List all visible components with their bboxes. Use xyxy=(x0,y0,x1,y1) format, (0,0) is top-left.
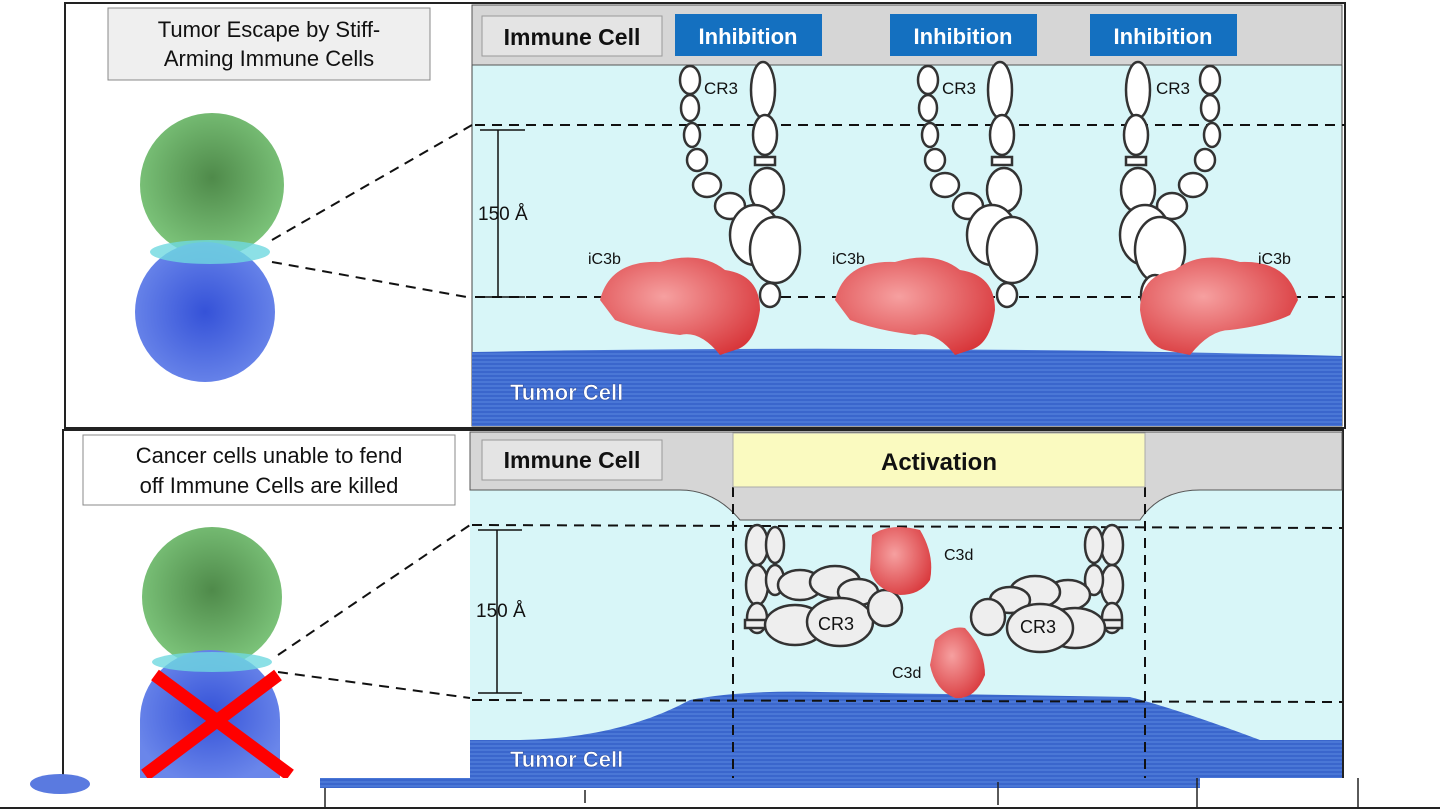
inhibition-label-3: Inhibition xyxy=(1090,14,1237,56)
bottom-caption-line1: Cancer cells unable to fend xyxy=(136,443,403,468)
ic3b-protein-2 xyxy=(835,257,995,355)
cell-contact-zone xyxy=(152,652,272,672)
bottom-immune-cell-label: Immune Cell xyxy=(504,447,641,473)
inhibition-label-2: Inhibition xyxy=(890,14,1037,56)
c3d-protein-1 xyxy=(870,526,932,595)
inhibition-label-1: Inhibition xyxy=(675,14,822,56)
top-caption-box xyxy=(107,7,431,81)
c3d-label-2: C3d xyxy=(892,665,921,682)
bottom-scale-label: 150 Å xyxy=(476,601,526,622)
top-panel: Tumor Escape by Stiff- Arming Immune Cel… xyxy=(64,2,1346,429)
c3d-label-1: C3d xyxy=(944,547,973,564)
cr3-bent-receptor-2 xyxy=(969,523,1125,654)
immune-cell-image xyxy=(142,527,282,667)
ic3b-protein-1 xyxy=(600,257,760,355)
tumor-cell-image xyxy=(135,242,275,382)
top-scale-bar xyxy=(480,129,525,298)
ic3b-label-2: iC3b xyxy=(832,251,865,268)
cr3-receptor-2 xyxy=(916,60,1039,309)
cr3-bent-label-1: CR3 xyxy=(818,614,854,634)
top-immune-cell-label: Immune Cell xyxy=(504,24,641,50)
activation-label-box xyxy=(732,432,1146,488)
ic3b-label-3: iC3b xyxy=(1258,251,1291,268)
svg-text:Inhibition: Inhibition xyxy=(699,24,798,49)
bottom-caption-box xyxy=(82,434,456,506)
cr3-label-2: CR3 xyxy=(942,79,976,98)
bottom-tumor-cell-membrane xyxy=(470,691,1342,778)
cell-contact-zone xyxy=(150,240,270,264)
bottom-panel: Cancer cells unable to fend off Immune C… xyxy=(62,429,1344,781)
bottom-immune-cell-label-box xyxy=(481,439,663,481)
cr3-receptor-3 xyxy=(1118,60,1222,317)
cr3-bent-label-2: CR3 xyxy=(1020,617,1056,637)
svg-text:Inhibition: Inhibition xyxy=(914,24,1013,49)
bottom-cell-pair-image xyxy=(140,527,294,781)
cr3-bent-receptor-1 xyxy=(743,523,904,648)
top-caption-line1: Tumor Escape by Stiff- xyxy=(158,17,381,42)
activation-label: Activation xyxy=(881,449,997,476)
bottom-zoom-lines xyxy=(277,487,1343,778)
bottom-tumor-cell-label: Tumor Cell xyxy=(510,747,623,772)
bottom-remnant-strip xyxy=(0,774,1440,810)
cr3-label-3: CR3 xyxy=(1156,79,1190,98)
cr3-label-1: CR3 xyxy=(704,79,738,98)
top-tumor-cell-label: Tumor Cell xyxy=(510,380,623,405)
immune-cell-image xyxy=(140,113,284,257)
ic3b-label-1: iC3b xyxy=(588,251,621,268)
c3d-protein-2 xyxy=(930,627,985,699)
cr3-receptor-1 xyxy=(678,60,802,309)
ic3b-protein-3 xyxy=(1140,257,1298,355)
top-scale-label: 150 Å xyxy=(478,204,528,225)
svg-text:Inhibition: Inhibition xyxy=(1114,24,1213,49)
bottom-caption-line2: off Immune Cells are killed xyxy=(140,473,399,498)
top-caption-line2: Arming Immune Cells xyxy=(164,46,374,71)
top-tumor-cell-membrane xyxy=(472,348,1342,426)
kill-x-mark xyxy=(141,669,294,781)
top-cell-pair-image xyxy=(135,113,284,382)
bottom-scale-bar xyxy=(478,529,522,694)
top-immune-cell-label-box xyxy=(481,15,663,57)
